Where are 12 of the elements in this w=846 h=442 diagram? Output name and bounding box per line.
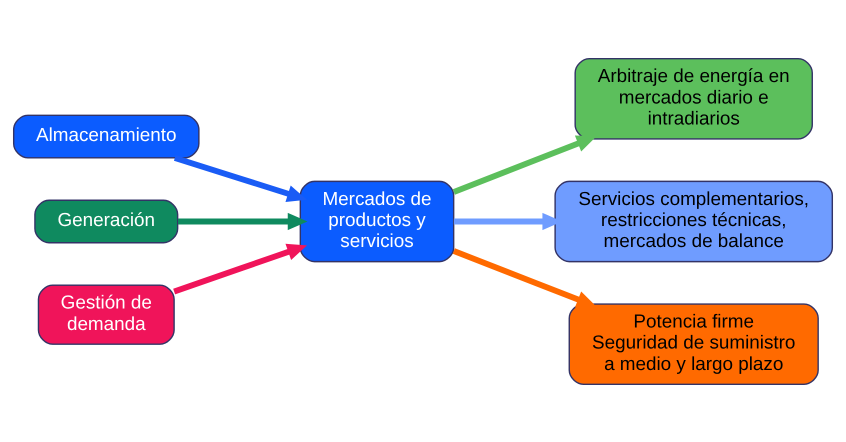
node-box: Generación (34, 199, 178, 243)
node-box: Almacenamiento (12, 114, 200, 158)
arrow (178, 212, 308, 230)
arrow (174, 154, 307, 202)
node-box: Arbitraje de energía en mercados diario e intradiarios (574, 58, 813, 140)
node-box: Mercados de productos y servicios (300, 180, 454, 262)
arrow (173, 243, 307, 294)
arrow (452, 248, 596, 308)
node-box: Servicios complementarios, restricciones técnicas, mercados de balance (554, 180, 834, 262)
node-box: Gestión de demanda (38, 284, 175, 344)
node-box: Potencia firme Seguridad de suministro a medio y largo plazo (568, 302, 819, 384)
arrow (452, 134, 596, 194)
